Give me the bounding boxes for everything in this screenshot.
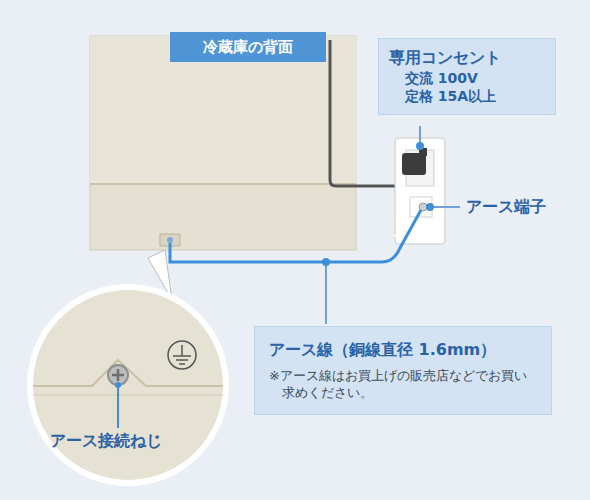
leader-dot: [416, 142, 424, 150]
callout-text: ※アース線はお買上げの販売店などでお買い求めください。: [269, 367, 537, 402]
housing-edge: [30, 360, 230, 386]
callout-text: 交流 100V: [389, 69, 545, 88]
callout-box: 専用コンセント交流 100V定格 15A以上: [378, 38, 556, 115]
plug: [402, 153, 426, 175]
part-label: アース接続ねじ: [50, 431, 162, 452]
fridge-seam: [90, 183, 356, 185]
callout-heading: 冷蔵庫の背面: [178, 37, 318, 57]
leader-dot: [426, 203, 434, 211]
callout-heading: 専用コンセント: [389, 47, 545, 69]
title-tag: 冷蔵庫の背面: [170, 32, 326, 62]
leader-dot: [115, 382, 121, 388]
fridge-body: [90, 36, 356, 250]
screw-cross: [112, 369, 124, 381]
leader-dot: [322, 258, 330, 266]
wire-highlight: [394, 235, 402, 240]
earth-wire: [170, 210, 421, 262]
callout-heading: アース線（銅線直径 1.6mm）: [269, 339, 537, 361]
screw-leader: [117, 385, 119, 428]
part-label: アース端子: [466, 197, 546, 218]
callout-box: アース線（銅線直径 1.6mm） ※アース線はお買上げの販売店などでお買い求めくだ…: [254, 326, 552, 415]
ground-symbol: [168, 341, 196, 369]
terminal-leader: [430, 206, 460, 208]
earth-screw-dot: [167, 237, 173, 243]
housing-edge: [30, 395, 230, 396]
callout-text: 定格 15A以上: [389, 87, 545, 106]
wire-leader: [325, 262, 327, 324]
outlet-plate: [395, 138, 445, 244]
